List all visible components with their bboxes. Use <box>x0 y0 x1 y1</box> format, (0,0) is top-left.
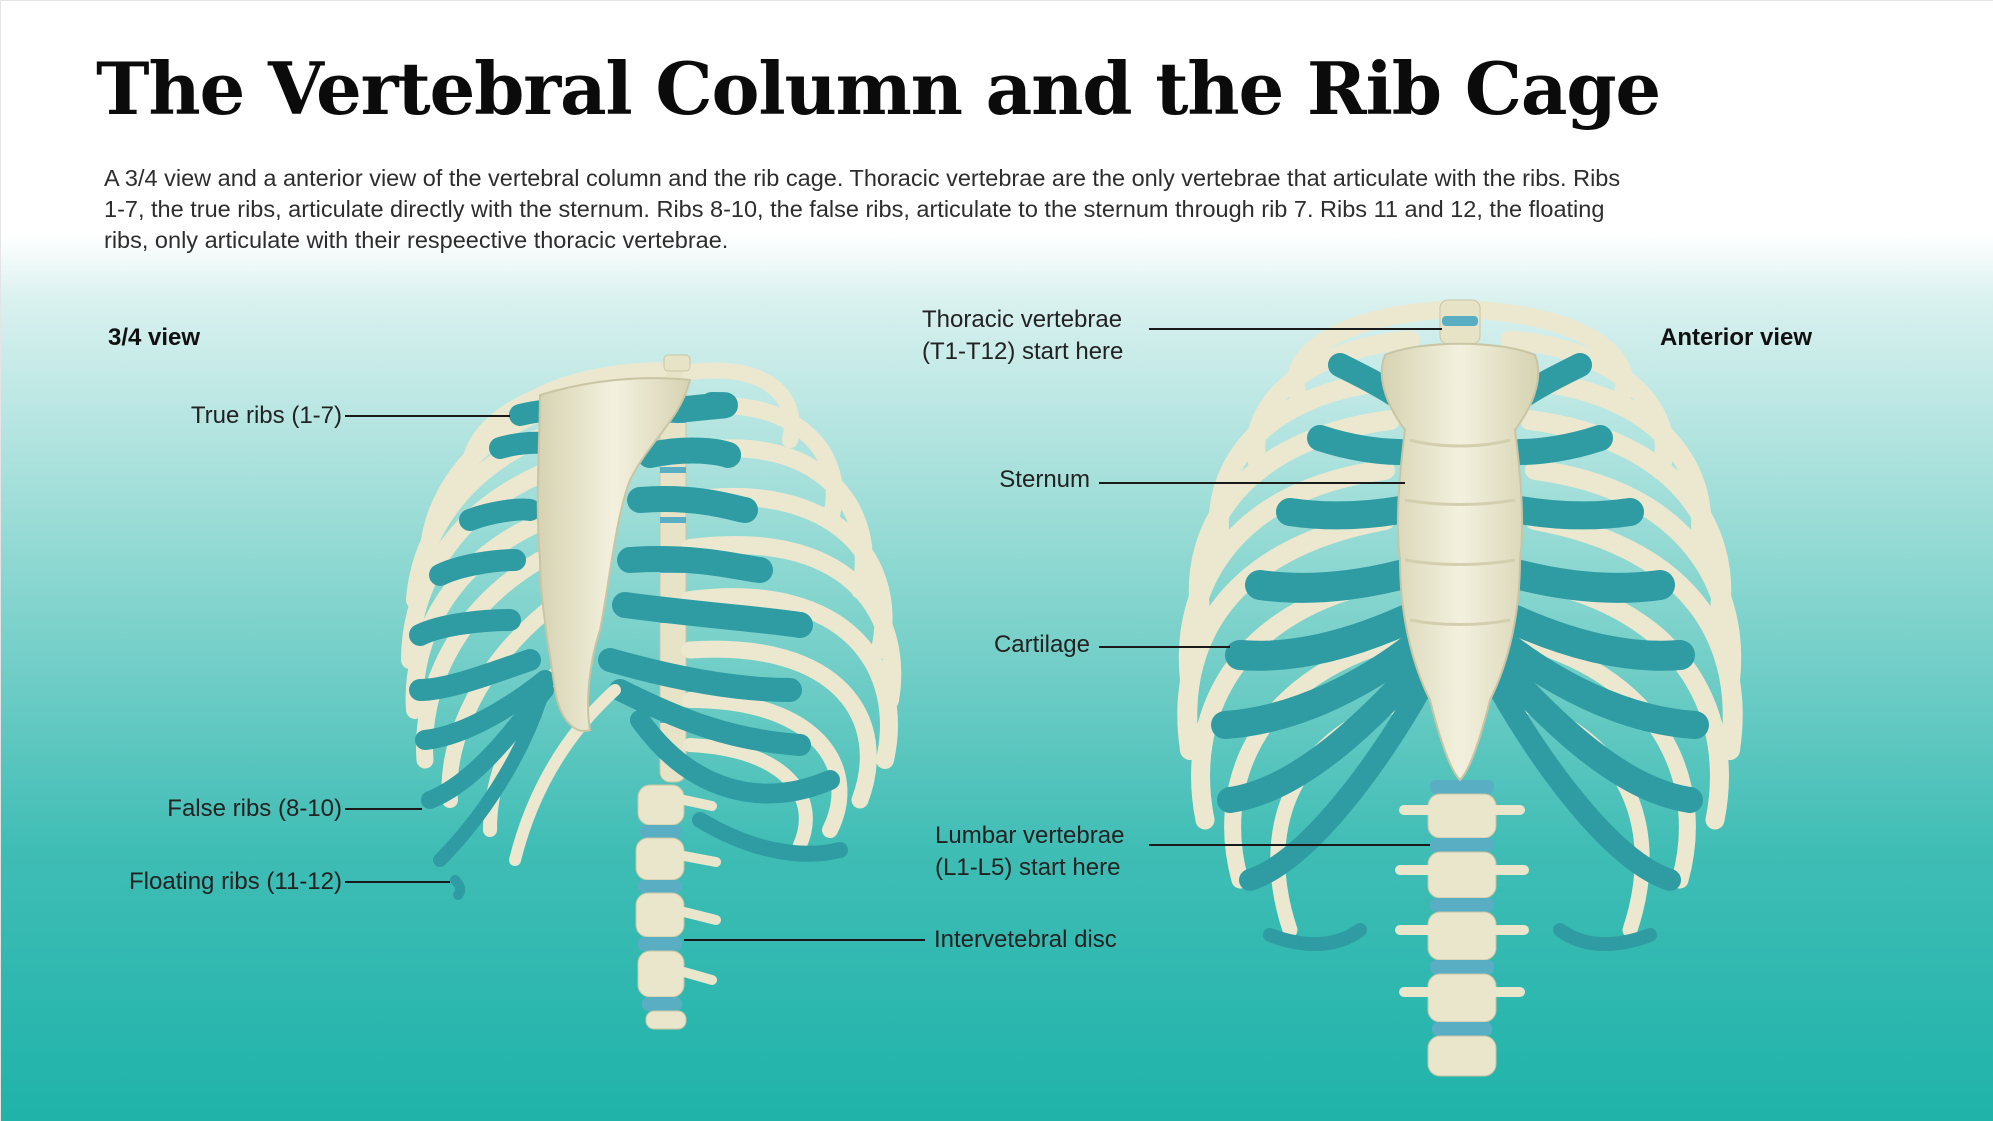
lumbar-column-three-quarter <box>635 784 721 1030</box>
three-quarter-rib-cage <box>401 354 902 1030</box>
label-thoracic-line2: (T1-T12) start here <box>922 338 1124 365</box>
label-true-ribs: True ribs (1-7) <box>190 402 342 429</box>
view-label-anterior: Anterior view <box>1660 324 1813 351</box>
label-thoracic-line1: Thoracic vertebrae <box>922 306 1123 333</box>
page-title: The Vertebral Column and the Rib Cage <box>96 46 1661 131</box>
label-lumbar-line2: (L1-L5) start here <box>935 854 1121 881</box>
sternum-three-quarter <box>536 354 692 732</box>
description-text: A 3/4 view and a anterior view of the ve… <box>104 165 1621 253</box>
label-cartilage: Cartilage <box>993 631 1090 658</box>
label-sternum: Sternum <box>999 466 1090 493</box>
sternum-anterior <box>1380 342 1540 782</box>
label-lumbar-line1: Lumbar vertebrae <box>935 822 1125 849</box>
view-label-three-quarter: 3/4 view <box>108 324 201 351</box>
ribs-right-three-quarter <box>598 362 902 862</box>
label-false-ribs: False ribs (8-10) <box>167 795 342 822</box>
lumbar-column-anterior <box>1395 780 1529 1077</box>
anterior-rib-cage <box>1177 299 1743 1077</box>
leader-lines <box>345 328 1442 941</box>
ribs-anterior <box>1177 301 1743 952</box>
label-intervertebral-disc: Intervetebral disc <box>934 926 1117 953</box>
label-floating-ribs: Floating ribs (11-12) <box>129 868 342 895</box>
thoracic-vertebra-anterior <box>1439 299 1481 345</box>
